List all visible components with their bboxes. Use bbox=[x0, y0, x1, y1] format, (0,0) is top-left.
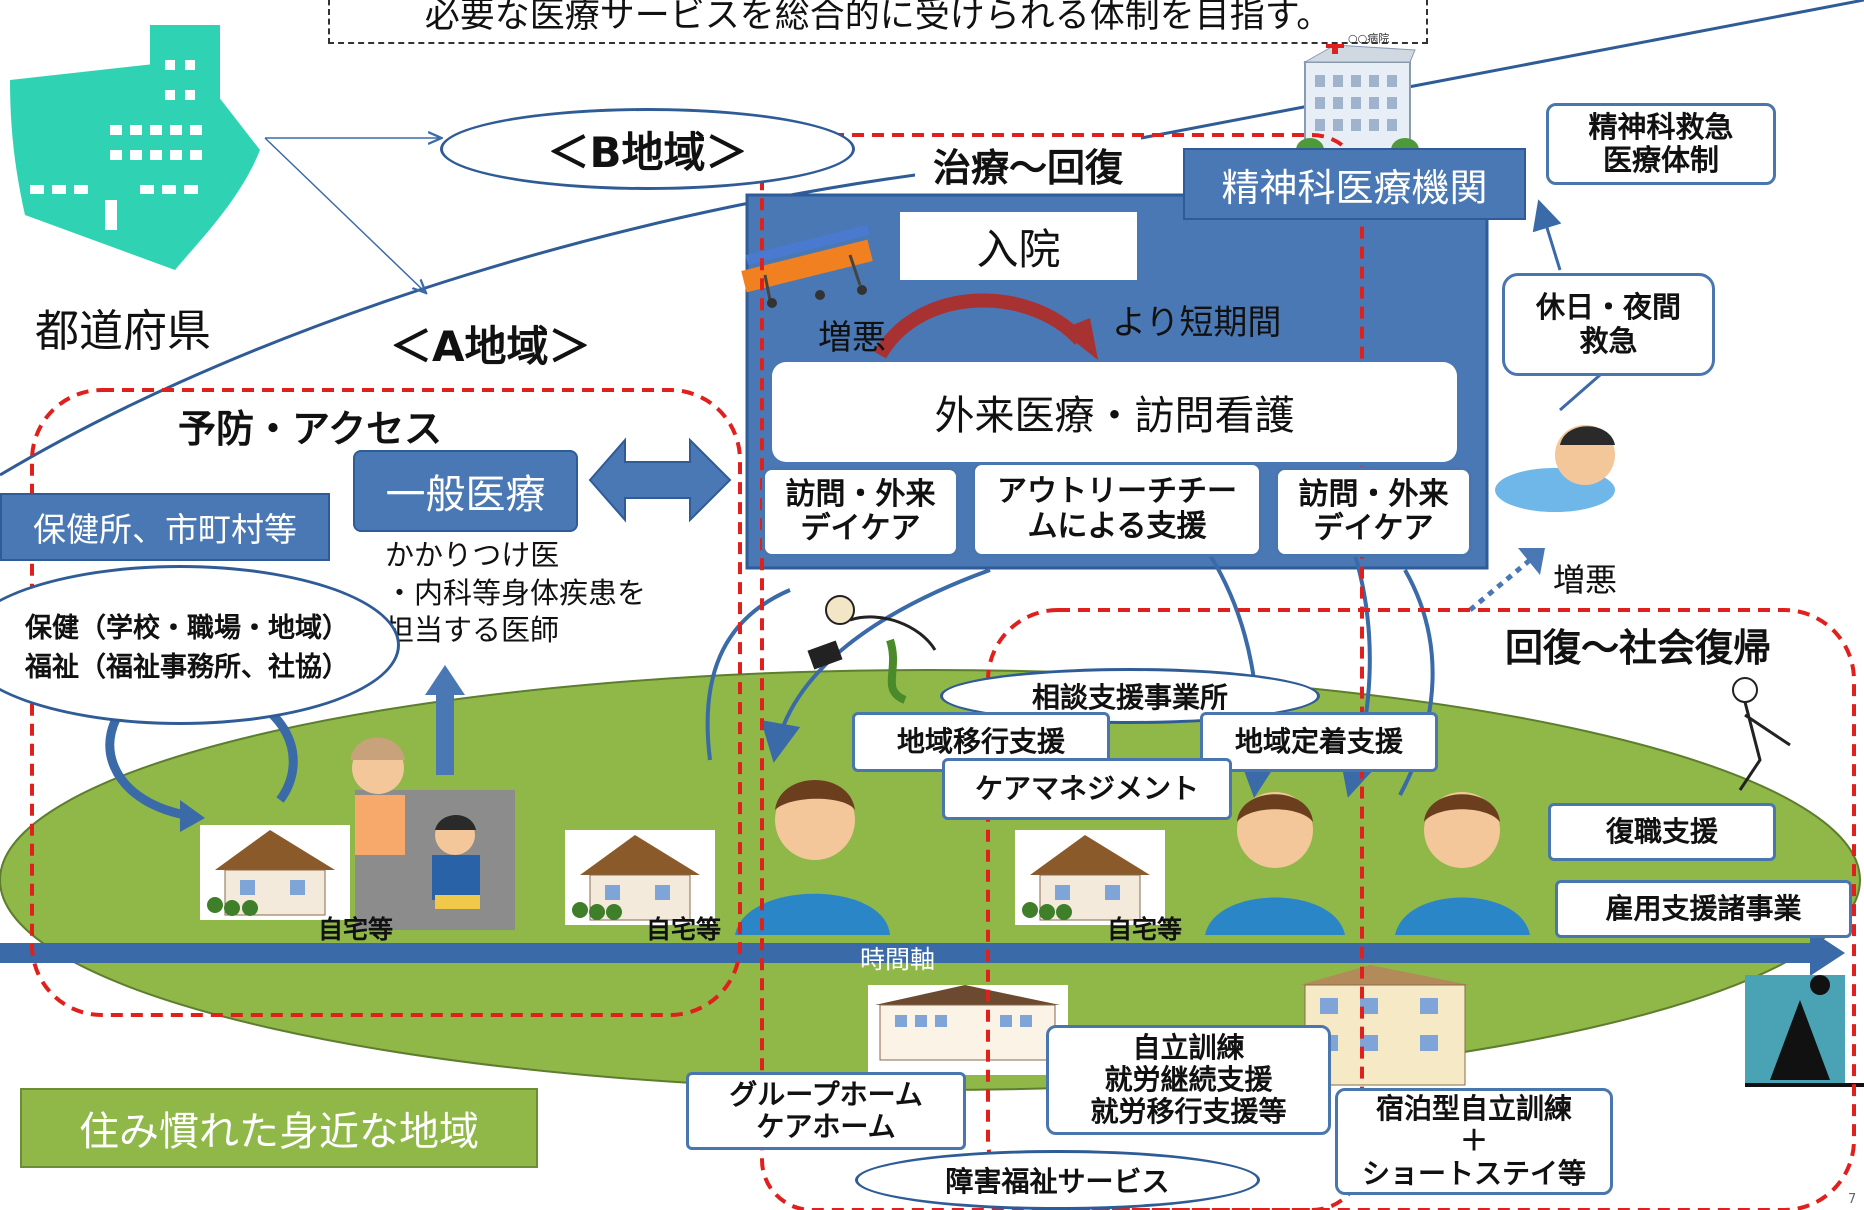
return-to-work-support-text: 復職支援 bbox=[1605, 814, 1718, 848]
region-b-text: ＜B地域＞ bbox=[547, 127, 748, 177]
psychiatric-institution-label: 精神科医療機関 bbox=[1183, 148, 1526, 220]
sad-child-icon bbox=[432, 815, 480, 909]
social-dashed-outline bbox=[986, 608, 1856, 1210]
local-area-label: 住み慣れた身近な地域 bbox=[20, 1088, 538, 1168]
inpatient-curve-arrowhead bbox=[1060, 318, 1098, 360]
page-number: 7 bbox=[1848, 1192, 1857, 1207]
timeline-arrowhead bbox=[1810, 930, 1845, 976]
residential-training-text: 宿泊型自立訓練 ＋ ショートステイ等 bbox=[1361, 1092, 1586, 1190]
house-icon-1 bbox=[200, 825, 350, 920]
prevention-dashed-outline bbox=[30, 388, 742, 1017]
timeline-bar bbox=[0, 943, 1810, 963]
visit-daycare-left-text: 訪問・外来 デイケア bbox=[785, 476, 936, 546]
general-medicine-title: 一般医療 bbox=[385, 472, 546, 518]
worried-man-icon bbox=[735, 780, 890, 935]
regional-settle-support-text: 地域定着支援 bbox=[1234, 724, 1403, 758]
inpatient-box: 入院 bbox=[900, 212, 1137, 280]
general-medicine-note: かかりつけ医 ・内科等身体疾患を 担当する医師 bbox=[385, 538, 647, 648]
group-home-box: グループホーム ケアホーム bbox=[686, 1072, 966, 1150]
independence-training-box: 自立訓練 就労継続支援 就労移行支援等 bbox=[1046, 1025, 1331, 1135]
psychiatric-emergency-system-text: 精神科救急 医療体制 bbox=[1588, 109, 1734, 177]
apartment-icon bbox=[1300, 965, 1470, 1086]
psychiatric-institution-text: 精神科医療機関 bbox=[1221, 165, 1488, 210]
outpatient-box: 外来医療・訪問看護 bbox=[772, 362, 1457, 462]
worker-silhouette-icon bbox=[1732, 677, 1791, 791]
prefecture-label: 都道府県 bbox=[35, 306, 211, 357]
treatment-dashed-outline bbox=[760, 133, 1364, 1210]
shorter-period-label: より短期間 bbox=[1112, 303, 1282, 343]
smiling-man-icon-2 bbox=[1395, 792, 1530, 935]
inpatient-worsen-label: 増悪 bbox=[818, 318, 886, 358]
region-a-label: ＜A地域＞ bbox=[390, 322, 591, 371]
visit-daycare-right-text: 訪問・外来 デイケア bbox=[1298, 476, 1449, 546]
holiday-to-emergency-arrow bbox=[1532, 199, 1562, 271]
social-section-title: 回復～社会復帰 bbox=[1497, 617, 1780, 672]
group-home-text: グループホーム ケアホーム bbox=[729, 1077, 923, 1143]
home-label-3: 自宅等 bbox=[1107, 915, 1183, 944]
visit-daycare-right: 訪問・外来 デイケア bbox=[1275, 467, 1472, 557]
patient-to-holiday-arrow bbox=[1559, 373, 1601, 412]
outreach-team-support: アウトリーチチー ムによる支援 bbox=[972, 462, 1262, 557]
house-icon-2 bbox=[565, 830, 715, 925]
group-home-icon bbox=[868, 985, 1068, 1075]
visit-daycare-left: 訪問・外来 デイケア bbox=[762, 467, 959, 557]
holiday-night-emergency-text: 休日・夜間 救急 bbox=[1535, 290, 1681, 358]
home-label-1: 自宅等 bbox=[318, 915, 394, 944]
treatment-section-title: 治療～回復 bbox=[915, 137, 1142, 192]
care-management: ケアマネジメント bbox=[942, 758, 1232, 820]
inpatient-label: 入院 bbox=[976, 224, 1061, 274]
hospital-sign: ○○病院 bbox=[1348, 32, 1390, 45]
return-to-work-support: 復職支援 bbox=[1548, 803, 1776, 861]
home-label-2: 自宅等 bbox=[646, 915, 722, 944]
prefecture-building-icon bbox=[10, 25, 260, 270]
worker-with-tool-icon bbox=[1745, 975, 1864, 1087]
residential-training-box: 宿泊型自立訓練 ＋ ショートステイ等 bbox=[1335, 1088, 1613, 1195]
holiday-night-emergency: 休日・夜間 救急 bbox=[1502, 273, 1715, 376]
outreach-worker-icon bbox=[807, 595, 937, 704]
disability-welfare-label: 障害福祉サービス bbox=[855, 1150, 1260, 1210]
home-to-general-arrow-shaft bbox=[436, 690, 454, 775]
worsen-dotted-arrow bbox=[1468, 558, 1532, 612]
health-office-text: 保健所、市町村等 bbox=[33, 510, 297, 549]
regional-transition-support-text: 地域移行支援 bbox=[896, 724, 1065, 758]
local-area-text: 住み慣れた身近な地域 bbox=[79, 1109, 479, 1155]
welfare-ellipse: 保健（学校・職場・地域） 福祉（福祉事務所、社協） bbox=[0, 565, 400, 725]
sick-patient-icon bbox=[1495, 425, 1615, 512]
prevention-section-title: 予防・アクセス bbox=[178, 407, 443, 451]
timeline-label: 時間軸 bbox=[860, 945, 936, 974]
hospital-building-icon bbox=[1296, 36, 1419, 162]
smiling-man-icon-1 bbox=[1205, 792, 1345, 935]
general-medicine-box: 一般医療 bbox=[353, 450, 578, 532]
header-banner-text: 必要な医療サービスを総合的に受けられる体制を目指す。 bbox=[424, 0, 1332, 36]
pref-to-a-arrow bbox=[264, 137, 425, 292]
regional-settle-support: 地域定着支援 bbox=[1200, 712, 1438, 772]
home-to-general-arrow-head bbox=[425, 665, 465, 695]
region-b-label: ＜B地域＞ bbox=[440, 108, 855, 190]
outreach-team-support-text: アウトリーチチー ムによる支援 bbox=[997, 474, 1237, 544]
region-divider-line bbox=[0, 0, 1864, 477]
welfare-text: 保健（学校・職場・地域） 福祉（福祉事務所、社協） bbox=[25, 613, 349, 683]
general-to-hospital-double-arrow bbox=[588, 437, 732, 523]
employment-support-text: 雇用支援諸事業 bbox=[1605, 891, 1802, 925]
outreach-flow-arrow bbox=[705, 588, 791, 761]
worried-woman-icon bbox=[350, 737, 515, 930]
disability-welfare-text: 障害福祉サービス bbox=[945, 1165, 1170, 1198]
house-icon-3 bbox=[1015, 830, 1165, 925]
visit-left-flow-arrow bbox=[760, 568, 991, 763]
emergency-worsen-label: 増悪 bbox=[1553, 561, 1618, 599]
psychiatric-emergency-system: 精神科救急 医療体制 bbox=[1546, 103, 1776, 185]
health-office-label: 保健所、市町村等 bbox=[0, 493, 330, 561]
header-banner: 必要な医療サービスを総合的に受けられる体制を目指す。 bbox=[328, 0, 1428, 44]
care-management-text: ケアマネジメント bbox=[974, 771, 1199, 805]
consult-support-office-text: 相談支援事業所 bbox=[1031, 681, 1228, 714]
independence-training-text: 自立訓練 就労継続支援 就労移行支援等 bbox=[1090, 1030, 1287, 1129]
stretcher-icon bbox=[741, 224, 873, 308]
employment-support: 雇用支援諸事業 bbox=[1555, 880, 1852, 938]
inpatient-curve-arrow bbox=[873, 293, 1086, 359]
outpatient-title: 外来医療・訪問看護 bbox=[934, 393, 1295, 439]
